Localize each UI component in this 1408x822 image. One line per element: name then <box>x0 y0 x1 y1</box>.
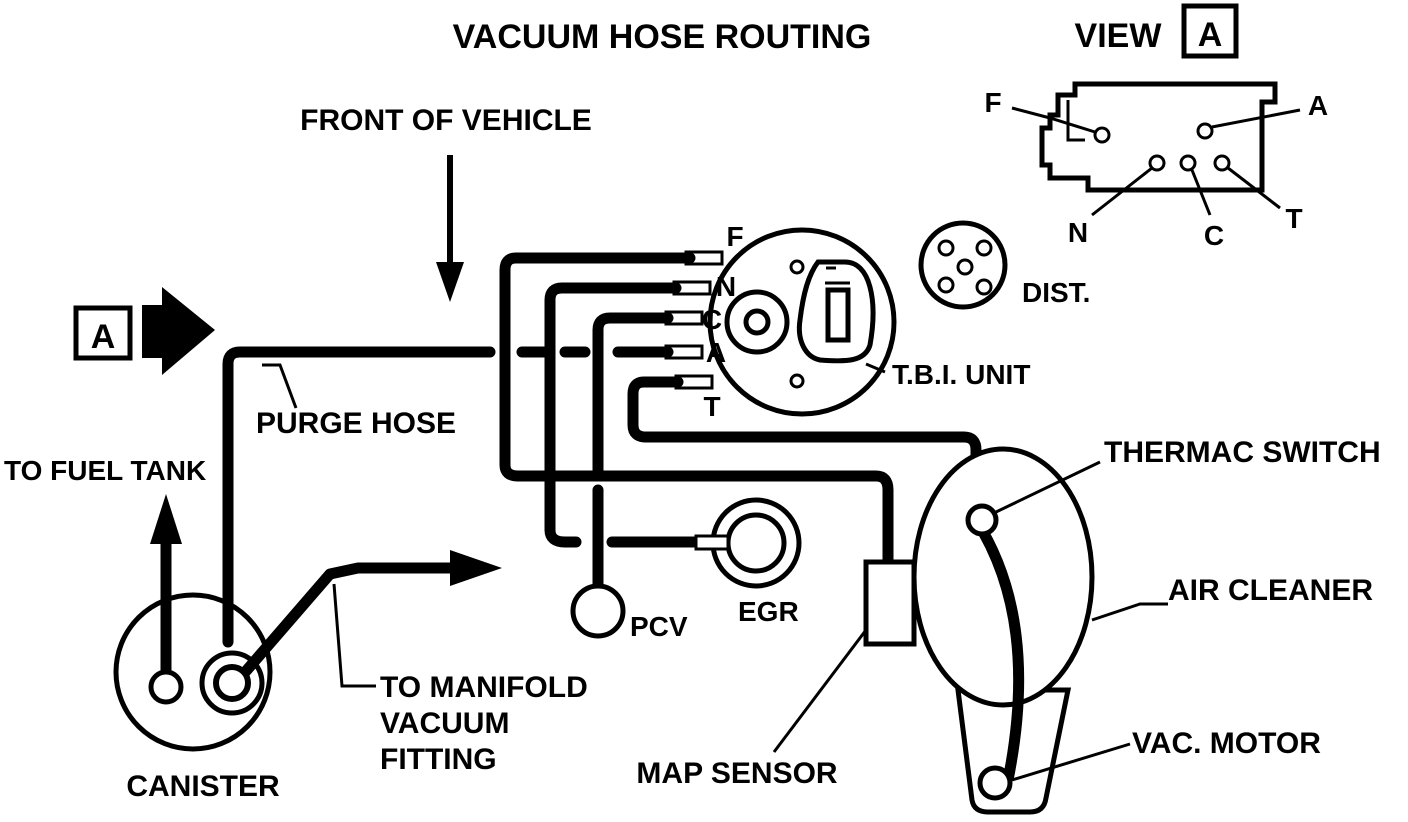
hose-c-pcv <box>592 312 674 596</box>
pcv-label: PCV <box>630 611 688 642</box>
tbi-port-n: N <box>716 271 736 302</box>
hose-f-port <box>499 252 894 568</box>
dist-label: DIST. <box>1022 277 1090 308</box>
view-a-detail: F A N C T <box>984 81 1328 251</box>
air-cleaner-label: AIR CLEANER <box>1168 574 1373 607</box>
view-port-n <box>1148 154 1166 172</box>
manifold-leader <box>332 583 376 688</box>
view-port-f <box>1093 126 1111 144</box>
hose-purge <box>222 346 674 648</box>
front-of-vehicle-label: FRONT OF VEHICLE <box>300 104 592 137</box>
view-label-a: A <box>1308 90 1328 121</box>
tbi-port-a: A <box>706 337 726 368</box>
purge-hose-leader <box>262 363 298 409</box>
hose-n-egr <box>544 282 706 548</box>
egr-valve <box>694 497 802 589</box>
view-label: VIEW <box>1075 17 1163 55</box>
tbi-unit <box>664 227 897 417</box>
air-cleaner-leader <box>1091 602 1168 622</box>
manifold-arrowhead <box>450 550 502 586</box>
map-sensor-label: MAP SENSOR <box>636 757 837 790</box>
fuel-tank-arrowhead <box>150 494 182 544</box>
view-label-n: N <box>1068 217 1088 248</box>
hose-t-thermac <box>627 376 982 512</box>
canister <box>113 592 273 752</box>
distributor <box>918 220 1008 310</box>
view-label-c: C <box>1204 220 1224 251</box>
view-label-f: F <box>984 87 1001 118</box>
tbi-port-t: T <box>703 391 720 422</box>
view-port-c <box>1179 154 1197 172</box>
egr-label: EGR <box>738 596 799 627</box>
diagram-title: VACUUM HOSE ROUTING <box>453 18 872 56</box>
thermac-switch-port <box>965 503 999 537</box>
thermac-leader <box>995 460 1101 514</box>
tbi-port-f: F <box>726 221 743 252</box>
view-a-arrow-marker: A <box>91 318 116 356</box>
map-sensor <box>863 559 917 647</box>
vac-motor-label: VAC. MOTOR <box>1132 727 1321 760</box>
to-manifold-label-1: TO MANIFOLD <box>380 671 588 704</box>
purge-hose-label: PURGE HOSE <box>256 407 456 440</box>
view-port-t <box>1213 154 1231 172</box>
map-sensor-leader <box>772 629 868 753</box>
view-a-arrow: A <box>73 287 215 375</box>
tbi-unit-label: T.B.I. UNIT <box>892 359 1030 390</box>
to-fuel-tank-label: TO FUEL TANK <box>4 455 206 486</box>
view-port-a <box>1196 122 1214 140</box>
to-manifold-label-2: VACUUM <box>380 707 509 740</box>
canister-label: CANISTER <box>126 770 280 803</box>
vac-motor-port <box>977 765 1013 801</box>
view-a-arrowhead <box>142 287 215 375</box>
view-label-t: T <box>1285 203 1302 234</box>
pcv-valve <box>570 583 626 639</box>
view-marker-box <box>1181 3 1239 59</box>
front-arrow <box>436 155 464 302</box>
tbi-port-c: C <box>702 304 722 335</box>
air-cleaner <box>911 446 1095 815</box>
view-marker: A <box>1198 16 1223 54</box>
to-manifold-label-3: FITTING <box>380 743 497 776</box>
hose-manifold <box>234 562 462 684</box>
view-a-heading: VIEW A <box>1075 3 1239 59</box>
thermac-switch-label: THERMAC SWITCH <box>1104 436 1381 469</box>
vac-motor-leader <box>1011 742 1131 782</box>
view-a-arrow-box <box>73 305 133 361</box>
